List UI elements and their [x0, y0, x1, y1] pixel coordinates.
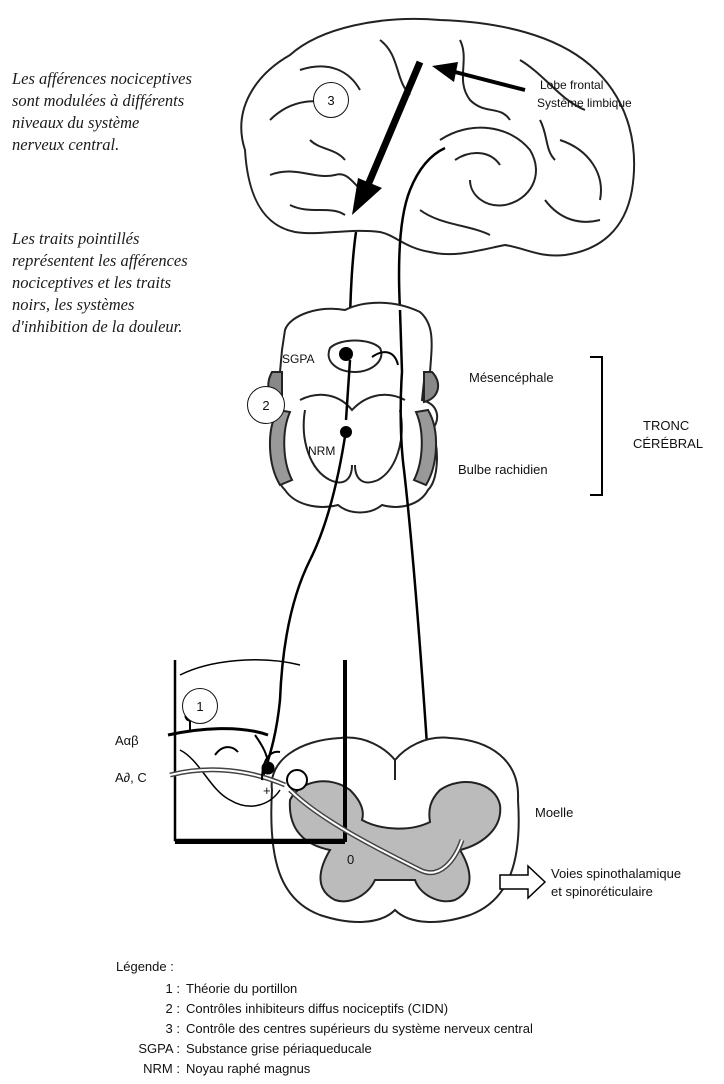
legend-title: Légende :	[116, 957, 533, 977]
label-systeme-limbique: Système limbique	[537, 96, 632, 110]
sgpa-nucleus	[339, 347, 353, 361]
label-plus-sign: +	[263, 783, 271, 798]
note-modulation-line: Les afférences nociceptives	[12, 68, 192, 90]
label-a-delta-c: A∂, C	[115, 770, 147, 785]
brainstem	[268, 303, 438, 513]
tronc-bracket	[590, 357, 602, 495]
legend-key: 1 :	[90, 979, 186, 999]
note-dotted-line: nociceptives et les traits	[12, 272, 188, 294]
marker-three: 3	[313, 82, 349, 118]
legend-text: Théorie du portillon	[186, 979, 297, 999]
marker-two: 2	[247, 386, 285, 424]
marker-one: 1	[182, 688, 218, 724]
label-nrm: NRM	[308, 444, 335, 458]
legend-text: Noyau raphé magnus	[186, 1059, 310, 1079]
legend-item: 2 : Contrôles inhibiteurs diffus nocicep…	[90, 999, 533, 1019]
nrm-nucleus	[340, 426, 352, 438]
note-modulation-line: niveaux du système	[12, 112, 192, 134]
note-modulation-line: sont modulées à différents	[12, 90, 192, 112]
label-zero: 0	[347, 852, 354, 867]
note-dotted-line: Les traits pointillés	[12, 228, 188, 250]
label-cerebral: CÉRÉBRAL	[633, 436, 703, 451]
label-voies-line2: et spinoréticulaire	[551, 884, 653, 899]
label-lobe-frontal: Lobe frontal	[540, 78, 603, 92]
label-a-alpha-beta: Aαβ	[115, 733, 139, 748]
legend-key: SGPA :	[90, 1039, 186, 1059]
note-dotted-line: représentent les afférences	[12, 250, 188, 272]
label-voies-line1: Voies spinothalamique	[551, 866, 681, 881]
legend-key: NRM :	[90, 1059, 186, 1079]
label-bulbe-rachidien: Bulbe rachidien	[458, 462, 548, 477]
legend-item: NRM : Noyau raphé magnus	[90, 1059, 533, 1079]
note-dotted-line: noirs, les systèmes	[12, 294, 188, 316]
note-dotted-lines: Les traits pointillés représentent les a…	[12, 228, 188, 338]
label-tronc: TRONC	[643, 418, 689, 433]
legend-item: 3 : Contrôle des centres supérieurs du s…	[90, 1019, 533, 1039]
lobe-frontal-arrow	[432, 62, 525, 90]
legend-key: 2 :	[90, 999, 186, 1019]
brain-drawing	[241, 19, 634, 256]
note-modulation: Les afférences nociceptives sont modulée…	[12, 68, 192, 156]
label-moelle: Moelle	[535, 805, 573, 820]
legend: Légende : 1 : Théorie du portillon 2 : C…	[90, 957, 533, 1079]
label-sgpa: SGPA	[282, 352, 314, 366]
spinal-cord	[271, 738, 518, 922]
legend-text: Substance grise périaqueducale	[186, 1039, 372, 1059]
legend-key: 3 :	[90, 1019, 186, 1039]
legend-item: 1 : Théorie du portillon	[90, 979, 533, 999]
legend-text: Contrôles inhibiteurs diffus nociceptifs…	[186, 999, 448, 1019]
note-modulation-line: nerveux central.	[12, 134, 192, 156]
label-mesencephale: Mésencéphale	[469, 370, 554, 385]
legend-text: Contrôle des centres supérieurs du systè…	[186, 1019, 533, 1039]
note-dotted-line: d'inhibition de la douleur.	[12, 316, 188, 338]
legend-item: SGPA : Substance grise périaqueducale	[90, 1039, 533, 1059]
